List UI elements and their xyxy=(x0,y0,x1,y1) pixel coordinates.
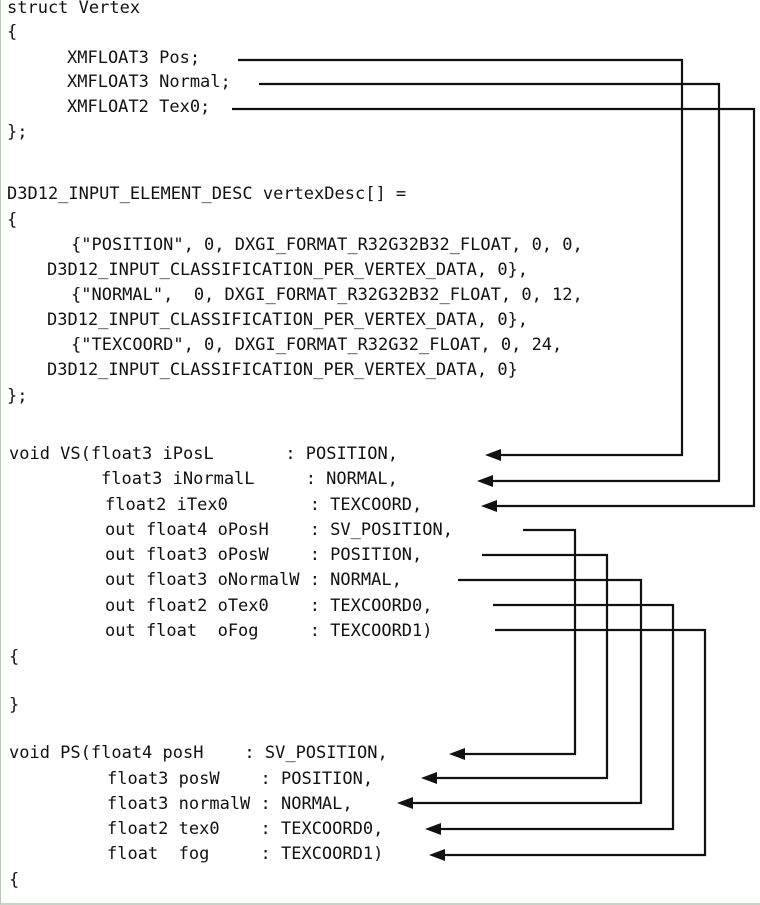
vs-param-normalw-output: out float3 oNormalW : NORMAL, xyxy=(105,570,402,590)
ps-param-tex0-input: float2 tex0 : TEXCOORD0, xyxy=(107,819,384,839)
ps-param-normalw-input: float3 normalW : NORMAL, xyxy=(107,794,353,814)
arrowhead-tex0 xyxy=(425,823,441,835)
ps-param-fog-input: float fog : TEXCOORD1) xyxy=(107,844,384,864)
connector-otex0-to-tex0 xyxy=(439,603,675,831)
arrowhead-posw xyxy=(421,772,437,784)
element-desc-texcoord-class: D3D12_INPUT_CLASSIFICATION_PER_VERTEX_DA… xyxy=(47,360,518,380)
arrowhead-normalw xyxy=(397,797,413,809)
vs-body-open-brace: { xyxy=(9,647,20,667)
input-layout-close-brace: }; xyxy=(7,386,28,406)
vs-signature-pos-input: void VS(float3 iPosL : POSITION, xyxy=(9,444,398,464)
arrowhead-inormall xyxy=(477,475,493,487)
arrowhead-fog xyxy=(429,849,445,861)
arrowhead-itex0 xyxy=(481,500,497,512)
vs-param-fog-output: out float oFog : TEXCOORD1) xyxy=(105,621,433,641)
connector-oposh-to-posh xyxy=(463,528,577,756)
struct-field-tex0: XMFLOAT2 Tex0; xyxy=(67,97,211,117)
input-layout-declaration: D3D12_INPUT_ELEMENT_DESC vertexDesc[] = xyxy=(7,184,407,204)
ps-signature-posh-input: void PS(float4 posH : SV_POSITION, xyxy=(9,743,388,763)
vs-param-posw-output: out float3 oPosW : POSITION, xyxy=(105,545,423,565)
connector-oposw-to-posw xyxy=(435,553,609,780)
struct-close-brace: }; xyxy=(7,122,28,142)
arrowhead-iposl xyxy=(485,449,501,461)
input-layout-open-brace: { xyxy=(7,210,18,230)
struct-open-brace: { xyxy=(7,22,18,42)
struct-field-pos: XMFLOAT3 Pos; xyxy=(67,48,201,68)
element-desc-position: {"POSITION", 0, DXGI_FORMAT_R32G32B32_FL… xyxy=(71,235,583,255)
vs-param-tex0-output: out float2 oTex0 : TEXCOORD0, xyxy=(105,596,433,616)
element-desc-texcoord: {"TEXCOORD", 0, DXGI_FORMAT_R32G32_FLOAT… xyxy=(71,335,563,355)
struct-field-normal: XMFLOAT3 Normal; xyxy=(67,72,231,92)
element-desc-normal-class: D3D12_INPUT_CLASSIFICATION_PER_VERTEX_DA… xyxy=(47,310,529,330)
vs-param-posh-output: out float4 oPosH : SV_POSITION, xyxy=(105,520,453,540)
element-desc-normal: {"NORMAL", 0, DXGI_FORMAT_R32G32B32_FLOA… xyxy=(71,285,583,305)
element-desc-position-class: D3D12_INPUT_CLASSIFICATION_PER_VERTEX_DA… xyxy=(47,260,529,280)
struct-vertex-declaration: struct Vertex xyxy=(7,0,141,18)
connector-ofog-to-fog xyxy=(443,628,707,857)
vs-body-close-brace: } xyxy=(9,695,20,715)
ps-body-open-brace: { xyxy=(9,870,20,890)
ps-param-posw-input: float3 posW : POSITION, xyxy=(107,769,374,789)
arrowhead-posh xyxy=(449,748,465,760)
connector-onormalw-to-normalw xyxy=(411,578,643,805)
vs-param-normal-input: float3 iNormalL : NORMAL, xyxy=(101,469,398,489)
vs-param-tex-input: float2 iTex0 : TEXCOORD, xyxy=(105,495,423,515)
